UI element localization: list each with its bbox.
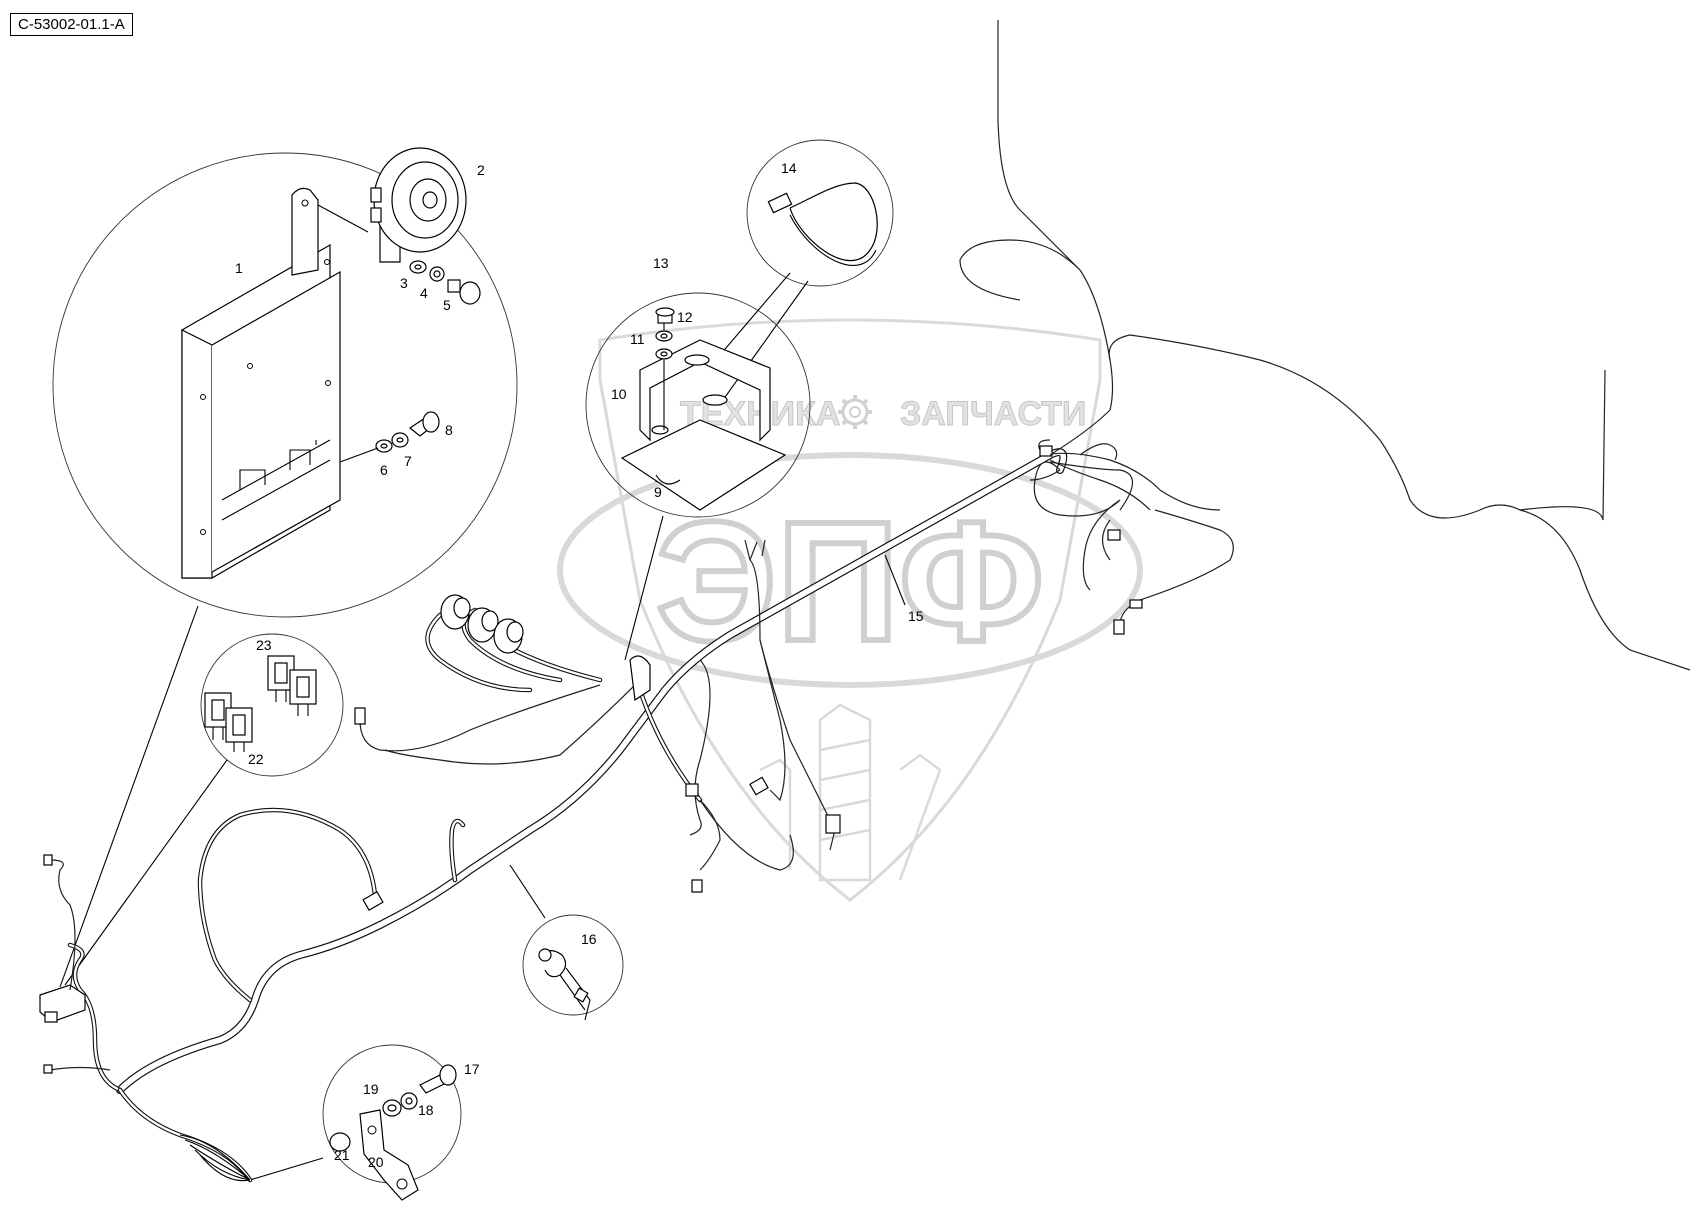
callout-1: 1 xyxy=(235,260,243,276)
callout-21: 21 xyxy=(334,1147,350,1163)
detail-circle-fuses xyxy=(64,633,344,986)
callout-23: 23 xyxy=(256,637,272,653)
callout-6: 6 xyxy=(380,462,388,478)
callout-22: 22 xyxy=(248,751,264,767)
watermark-logo-text: ЭПФ xyxy=(656,487,1044,677)
relay-bracket xyxy=(620,419,787,511)
round-connectors xyxy=(440,594,524,654)
watermark-shield xyxy=(598,318,1102,902)
detail-circle-cable-tie xyxy=(719,139,894,401)
callout-10: 10 xyxy=(611,386,627,402)
callout-9: 9 xyxy=(654,484,662,500)
leader-detail-ground xyxy=(249,1157,324,1181)
detail-circle-bracket xyxy=(52,147,518,988)
callout-labels: 1 2 3 4 5 6 7 8 9 10 11 12 13 14 15 16 1… xyxy=(235,160,924,1170)
leader-detail-relay-bracket xyxy=(624,515,664,661)
leader-detail-fuses xyxy=(64,759,228,986)
callout-20: 20 xyxy=(368,1154,384,1170)
callout-18: 18 xyxy=(418,1102,434,1118)
callout-8: 8 xyxy=(445,422,453,438)
callout-13: 13 xyxy=(653,255,669,271)
detail-circle-clip xyxy=(509,864,624,1021)
watermark-oval xyxy=(557,452,1143,688)
callout-3: 3 xyxy=(400,275,408,291)
callout-5: 5 xyxy=(443,297,451,313)
fuse xyxy=(204,655,317,752)
horn xyxy=(370,147,467,263)
gear-icon xyxy=(838,395,872,429)
watermark-wheat-icon xyxy=(759,703,942,882)
callout-15: 15 xyxy=(908,608,924,624)
callout-7: 7 xyxy=(404,453,412,469)
callout-12: 12 xyxy=(677,309,693,325)
watermark-text-right: ЗАПЧАСТИ xyxy=(900,395,1086,433)
fuse-block-connector xyxy=(39,984,86,1023)
drawing-reference-code: C-53002-01.1-A xyxy=(10,13,133,36)
callout-14: 14 xyxy=(781,160,797,176)
detail-circle-relay-bracket xyxy=(585,292,811,661)
callout-11: 11 xyxy=(630,331,645,347)
main-harness xyxy=(39,20,1691,1183)
callout-4: 4 xyxy=(420,285,428,301)
callout-17: 17 xyxy=(464,1061,480,1077)
callout-2: 2 xyxy=(477,162,485,178)
detail-circle-ground xyxy=(249,1044,462,1201)
leader-detail-1 xyxy=(59,605,199,988)
callout-19: 19 xyxy=(363,1081,379,1097)
callout-16: 16 xyxy=(581,931,597,947)
